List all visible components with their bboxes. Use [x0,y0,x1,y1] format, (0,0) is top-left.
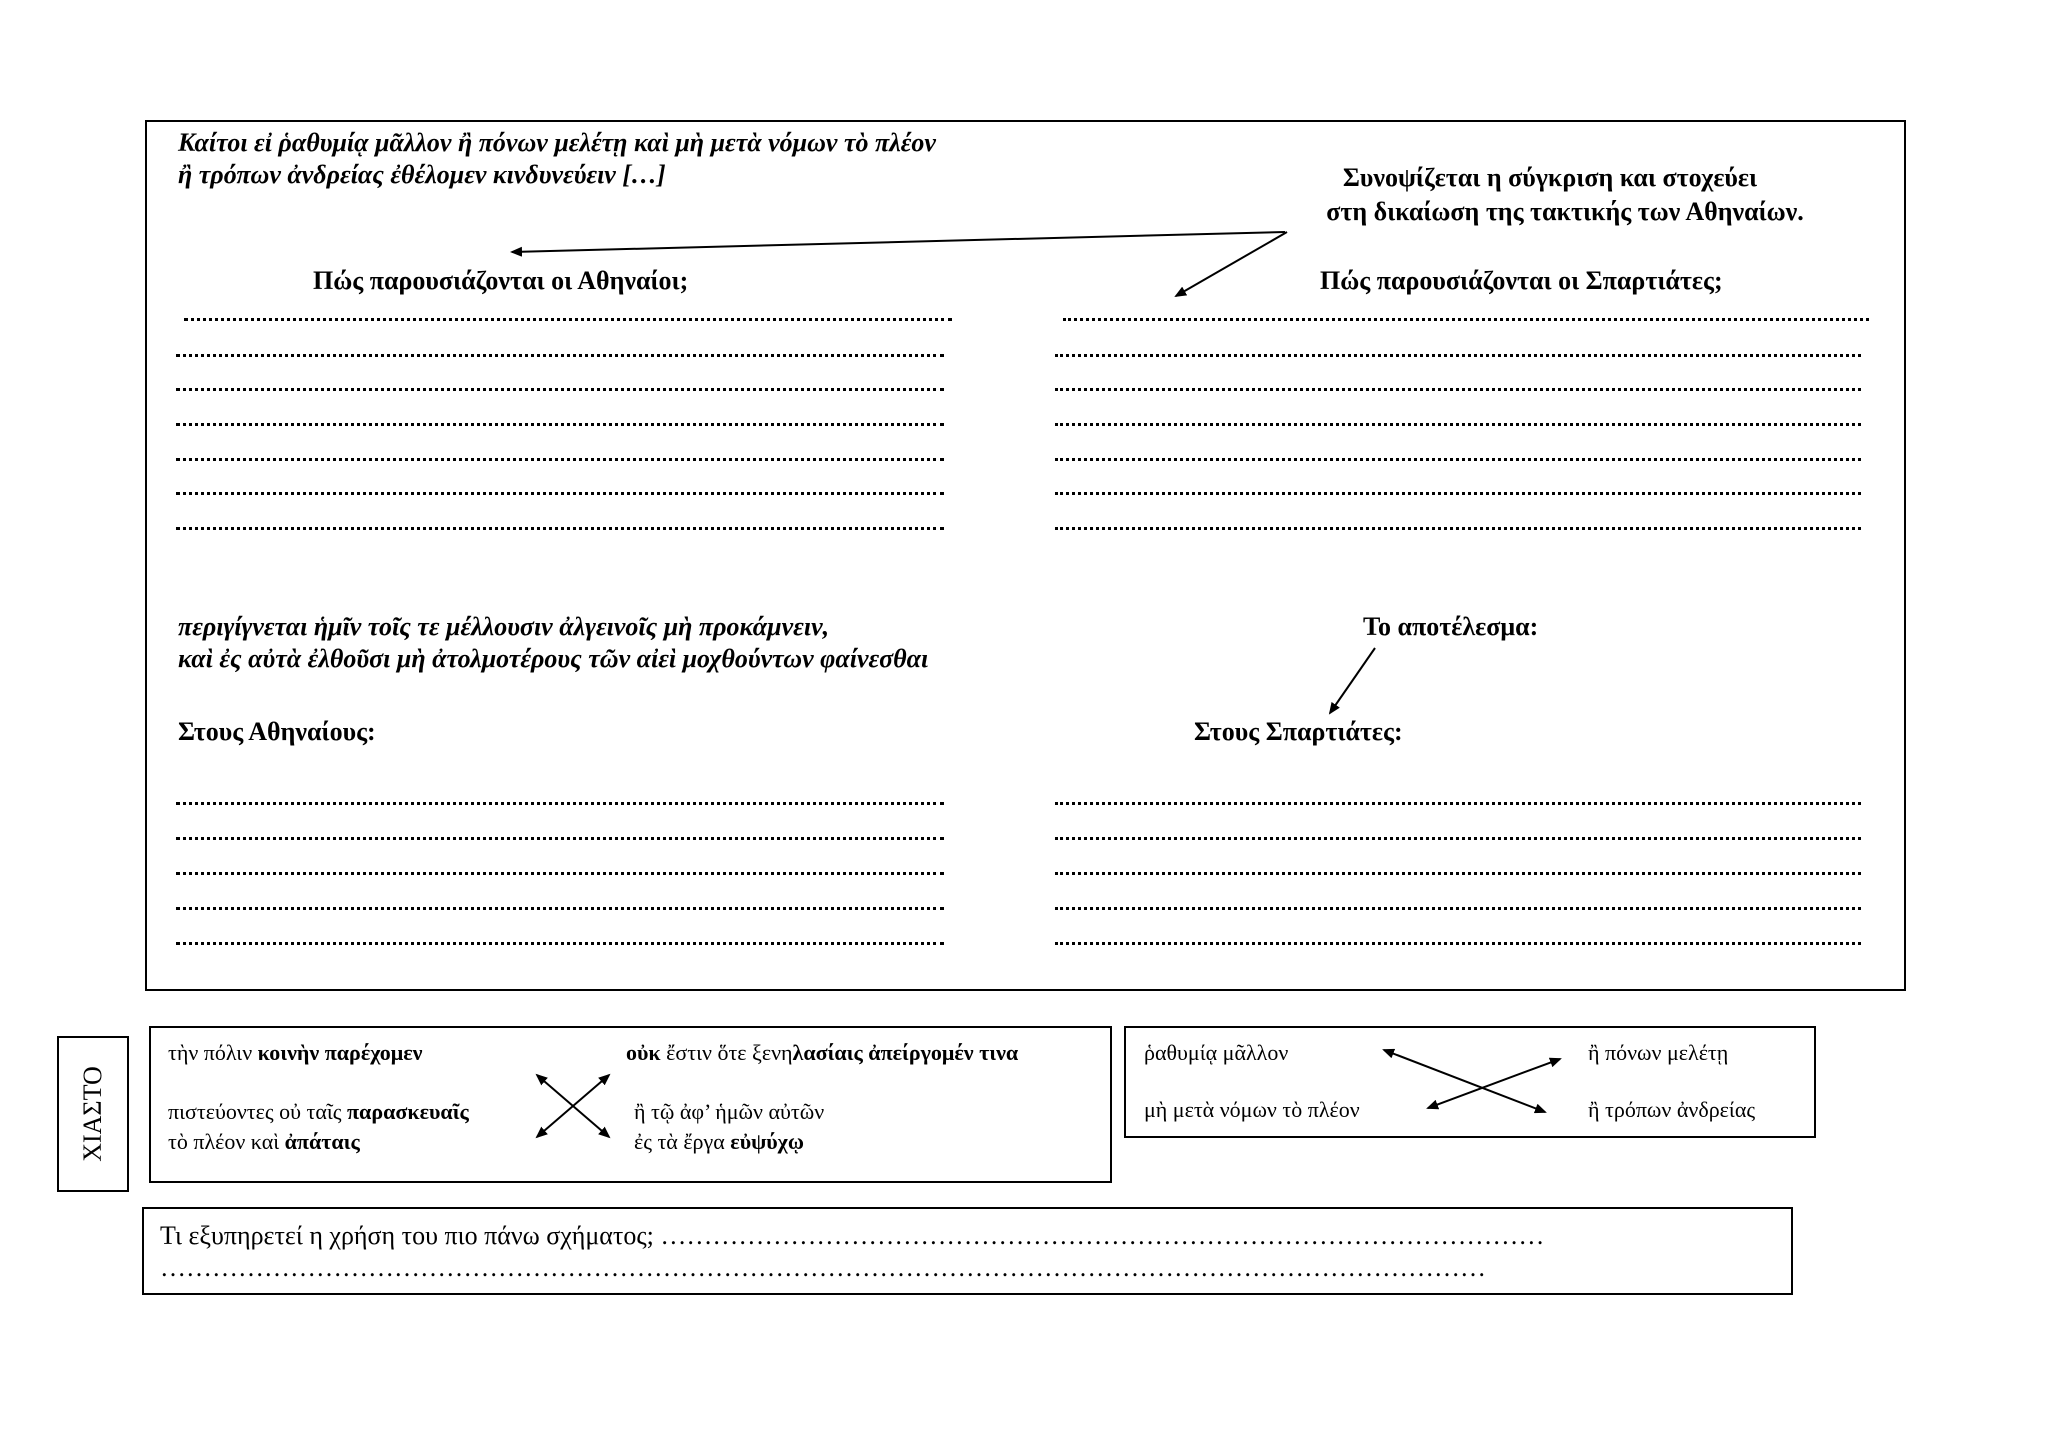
answer-line[interactable] [176,492,944,495]
answer-line[interactable] [1055,458,1861,461]
chiasm2-bottom-right: ἢ τρόπων ἀνδρείας [1588,1097,1756,1122]
answer-line[interactable] [1055,872,1861,875]
quote-top: Καίτοι εἰ ῥαθυμίᾳ μᾶλλον ἢ πόνων μελέτῃ … [178,127,936,191]
answer-line[interactable] [184,318,952,321]
answer-line[interactable] [176,527,944,530]
chiasm1-br2-bold: εὐψύχῳ [730,1129,804,1154]
chiasm1-cross-arrow-b [535,1073,611,1139]
answer-line[interactable] [1055,423,1861,426]
chiasm1-bl-line1: πιστεύοντες οὐ ταῖς παρασκευαῖς [168,1097,469,1127]
worksheet-frame [145,120,1906,991]
answer-line[interactable] [1055,942,1861,945]
chiasm1-br-line2: ἐς τὰ ἔργα εὐψύχῳ [634,1127,824,1157]
answer-line[interactable] [1055,354,1861,357]
answer-line[interactable] [1055,907,1861,910]
chiasm1-tl-plain: τὴν πόλιν [168,1040,258,1065]
answer-line[interactable] [176,423,944,426]
chiasm1-bl-line2: τὸ πλέον καὶ ἀπάταις [168,1127,469,1157]
quote-top-line1: Καίτοι εἰ ῥαθυμίᾳ μᾶλλον ἢ πόνων μελέτῃ … [178,128,936,157]
answer-line[interactable] [176,872,944,875]
answer-line[interactable] [176,354,944,357]
answer-line[interactable] [1063,318,1869,321]
answer-line[interactable] [1055,837,1861,840]
chiasm2-cross-arrow-b [1426,1057,1562,1110]
chiasm1-bl1-plain: πιστεύοντες οὐ ταῖς [168,1099,347,1124]
chiasm1-bl1-bold: παρασκευαῖς [347,1099,469,1124]
chiasm1-bl2-plain: τὸ πλέον καὶ [168,1129,285,1154]
bottom-question[interactable]: Τι εξυπηρετεί η χρήση του πιο πάνω σχήμα… [160,1220,1544,1284]
summary-line2: στη δικαίωση της τακτικής των Αθηναίων. [1326,197,1804,226]
summary-note: Συνοψίζεται η σύγκριση και στοχεύει στη … [1300,161,1820,229]
bottom-question-box [142,1207,1793,1295]
answer-line[interactable] [176,388,944,391]
answer-line[interactable] [176,942,944,945]
chiasm1-tr-bold1: οὐκ [626,1040,661,1065]
label-to-spartans: Στους Σπαρτιάτες: [1194,717,1403,746]
answer-line[interactable] [176,458,944,461]
answer-line[interactable] [176,907,944,910]
answer-line[interactable] [1055,802,1861,805]
chiasm1-tr-plain: ἔστιν ὅτε ξενη [660,1040,793,1065]
bottom-question-line1: Τι εξυπηρετεί η χρήση του πιο πάνω σχήμα… [160,1221,1545,1250]
quote-bottom: περιγίγνεται ἡμῖν τοῖς τε μέλλουσιν ἀλγε… [178,611,928,675]
question-athenians: Πώς παρουσιάζονται οι Αθηναίοι; [313,266,689,295]
answer-line[interactable] [176,837,944,840]
chiasm1-br2-plain: ἐς τὰ ἔργα [634,1129,731,1154]
chiasm2-top-right: ἢ πόνων μελέτῃ [1588,1040,1729,1065]
summary-line1: Συνοψίζεται η σύγκριση και στοχεύει [1342,163,1758,192]
answer-line[interactable] [1055,492,1861,495]
chiasm2-bottom-left: μὴ μετὰ νόμων τὸ πλέον [1144,1097,1360,1122]
chiasm-box-1 [149,1026,1112,1183]
arrow-to-spartans [1174,231,1288,297]
bottom-question-line2[interactable]: …………………………………………………………………………………………………………… [160,1253,1486,1282]
chiasm1-bottom-right: ἢ τῷ ἀφ’ ἡμῶν αὐτῶν ἐς τὰ ἔργα εὐψύχῳ [634,1097,824,1157]
question-spartans: Πώς παρουσιάζονται οι Σπαρτιάτες; [1320,266,1723,295]
chiasm1-tr-bold2: λασίαις ἀπείργομέν τινα [792,1040,1019,1065]
label-to-athenians: Στους Αθηναίους: [178,717,376,746]
chiasm1-br1: ἢ τῷ ἀφ’ ἡμῶν αὐτῶν [634,1099,825,1124]
chiasm-side-label-box [57,1036,129,1192]
chiasm2-top-left: ῥαθυμίᾳ μᾶλλον [1144,1040,1289,1065]
answer-line[interactable] [176,802,944,805]
chiasm-box-2 [1124,1026,1816,1138]
arrow-to-athenians [510,231,1286,257]
chiasm1-bl2-bold: ἀπάταις [284,1129,360,1154]
chiasm1-top-left: τὴν πόλιν κοινὴν παρέχομεν [168,1040,422,1066]
chiasm2-cross-arrow-a [1382,1048,1547,1114]
answer-line[interactable] [1055,527,1861,530]
chiasm1-top-right: οὐκ ἔστιν ὅτε ξενηλασίαις ἀπείργομέν τιν… [626,1040,1018,1066]
arrow-result [1328,647,1376,715]
chiasm1-tl-bold: κοινὴν παρέχομεν [257,1040,423,1065]
answer-line[interactable] [1055,388,1861,391]
quote-top-line2: ἢ τρόπων ἀνδρείας ἐθέλομεν κινδυνεύειν [… [178,160,666,189]
quote-bottom-line1: περιγίγνεται ἡμῖν τοῖς τε μέλλουσιν ἀλγε… [178,612,830,641]
quote-bottom-line2: καὶ ἐς αὐτὰ ἐλθοῦσι μὴ ἀτολμοτέρους τῶν … [178,644,929,673]
result-label: Το αποτέλεσμα: [1363,612,1539,641]
chiasm1-bottom-left: πιστεύοντες οὐ ταῖς παρασκευαῖς τὸ πλέον… [168,1097,469,1157]
